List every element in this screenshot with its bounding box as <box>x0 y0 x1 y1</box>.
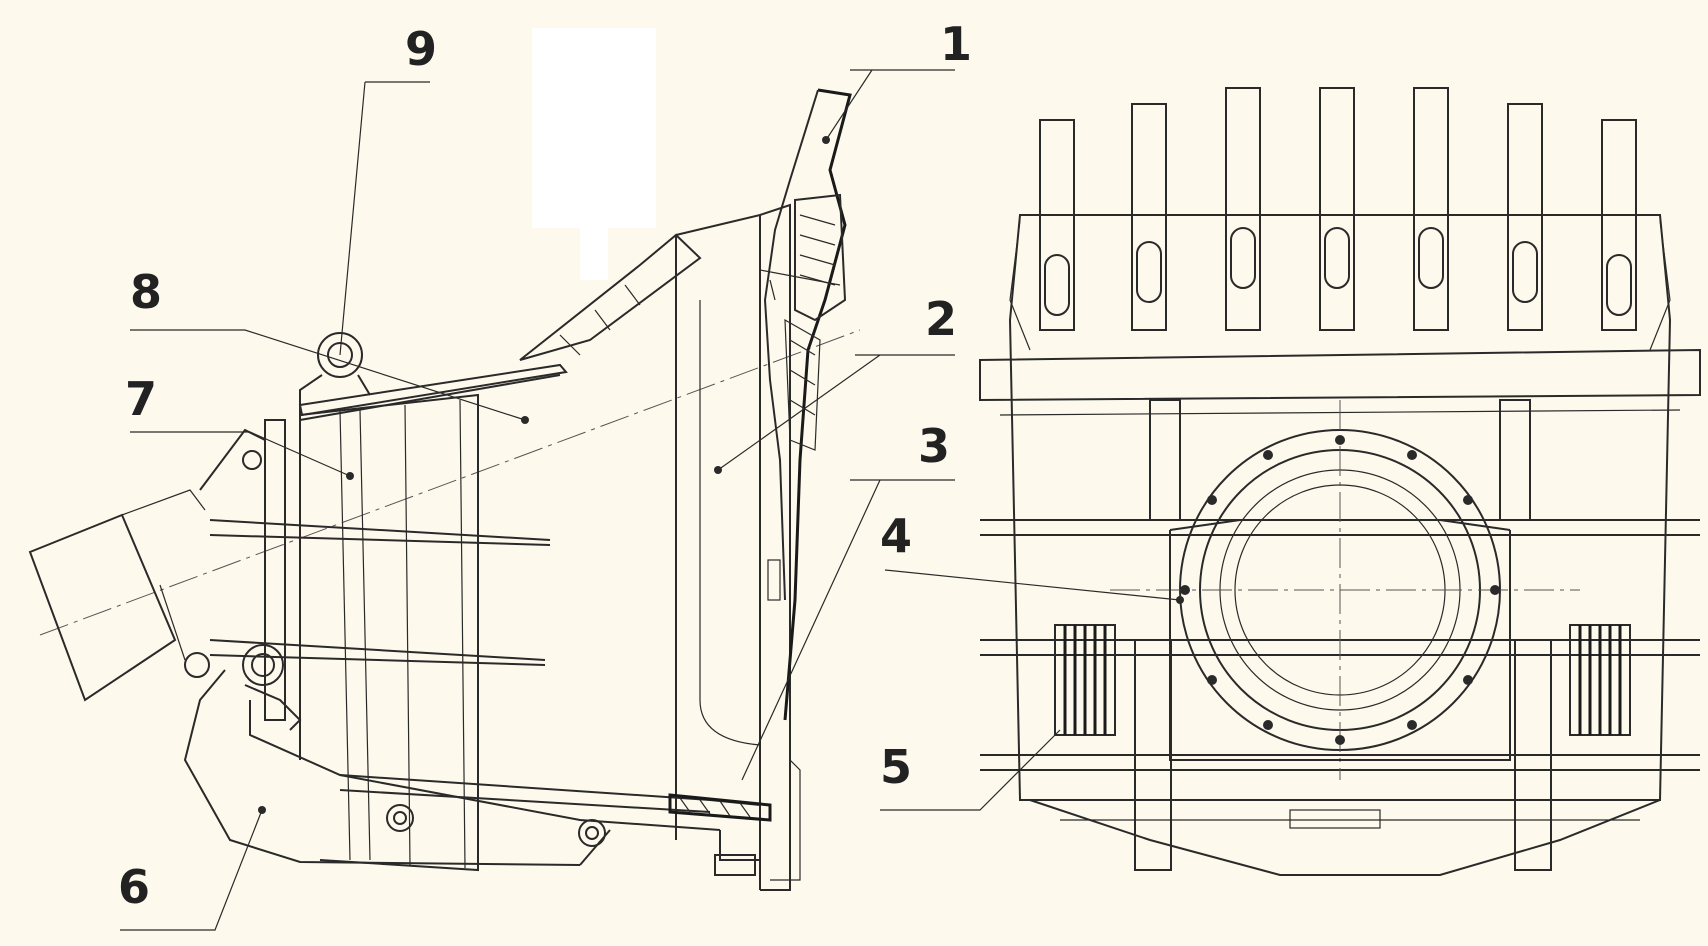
part-labels: 1 2 3 4 5 6 7 8 9 <box>118 17 972 914</box>
paper-patch <box>532 28 656 228</box>
label-5: 5 <box>880 740 912 794</box>
paper-patch-small <box>580 220 608 280</box>
label-1: 1 <box>940 17 972 71</box>
label-9: 9 <box>405 22 437 76</box>
label-4: 4 <box>880 509 912 563</box>
side-section-view <box>28 88 861 891</box>
label-8: 8 <box>130 265 162 319</box>
label-6: 6 <box>118 860 150 914</box>
label-3: 3 <box>918 419 950 473</box>
front-view <box>979 87 1701 876</box>
label-7: 7 <box>125 372 157 426</box>
label-2: 2 <box>925 292 957 346</box>
leader-lines <box>120 69 1184 931</box>
